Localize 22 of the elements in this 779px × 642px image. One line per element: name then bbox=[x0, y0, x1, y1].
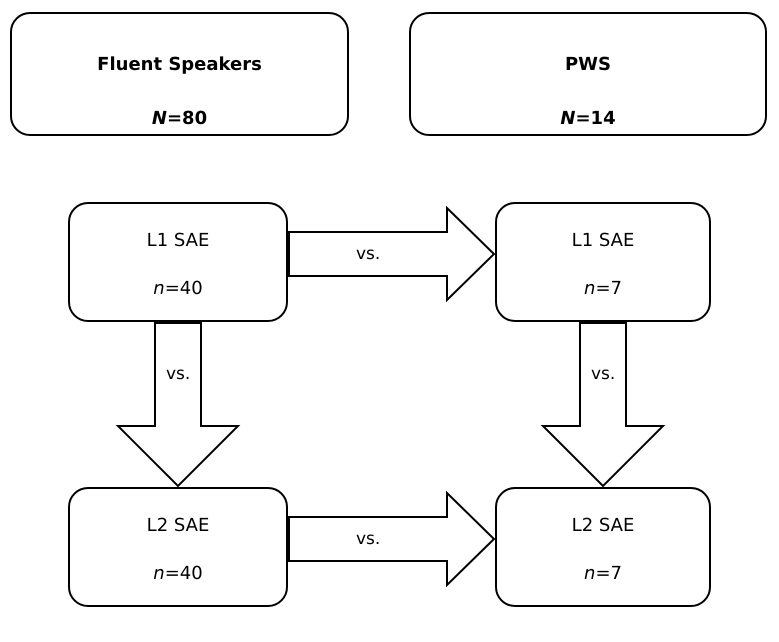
sample-size: N=80 bbox=[152, 108, 208, 129]
subgroup-box bbox=[68, 487, 288, 607]
group-heading: PWS bbox=[565, 54, 611, 75]
sample-size: n=7 bbox=[584, 278, 622, 299]
block-arrow bbox=[288, 490, 496, 588]
subgroup-box bbox=[68, 202, 288, 322]
group-box bbox=[10, 12, 349, 136]
subgroup-box bbox=[495, 202, 711, 322]
sample-size: N=14 bbox=[560, 108, 616, 129]
group-label: L2 SAE bbox=[572, 515, 634, 536]
block-arrow bbox=[288, 206, 496, 302]
block-arrow bbox=[540, 322, 666, 488]
group-label: L2 SAE bbox=[146, 515, 210, 536]
group-heading: Fluent Speakers bbox=[97, 54, 262, 75]
sample-size: n=40 bbox=[153, 278, 203, 299]
group-box bbox=[409, 12, 767, 136]
sample-size: n=7 bbox=[584, 563, 622, 584]
sample-size: n=40 bbox=[153, 563, 203, 584]
subgroup-box bbox=[495, 487, 711, 607]
group-label: L1 SAE bbox=[572, 230, 634, 251]
block-arrow bbox=[116, 322, 240, 488]
group-label: L1 SAE bbox=[146, 230, 210, 251]
